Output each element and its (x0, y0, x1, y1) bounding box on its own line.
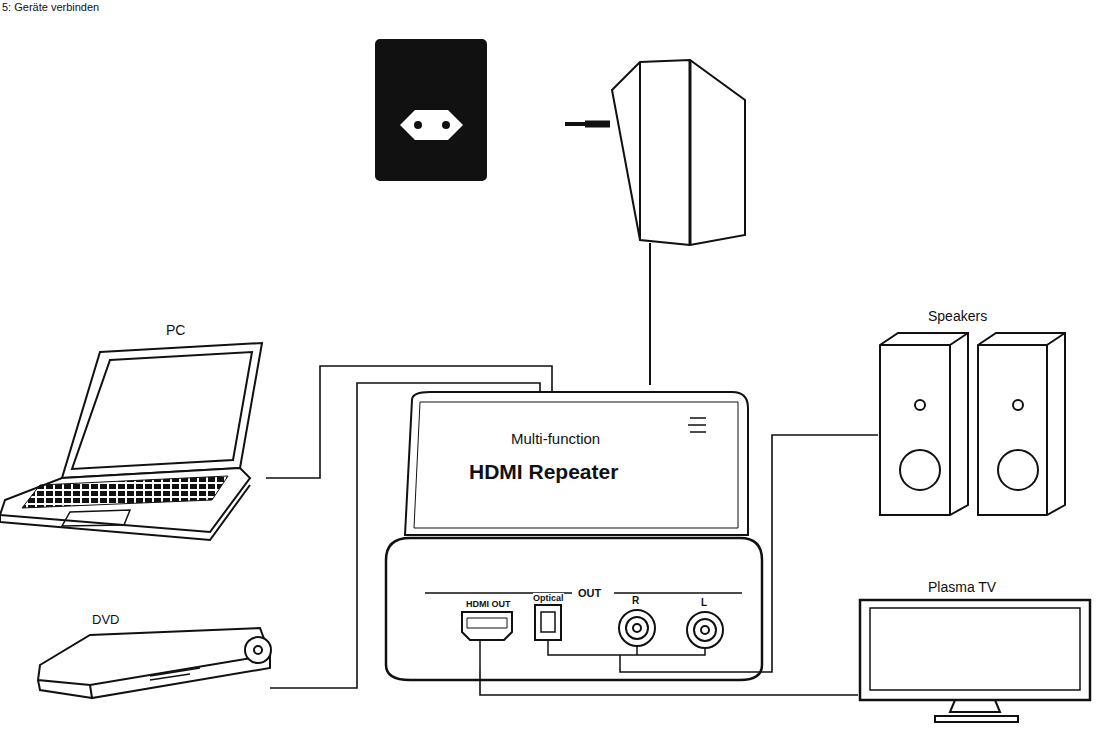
cable (480, 668, 858, 695)
port-label: Optical (533, 593, 564, 603)
node-label: PC (166, 322, 185, 338)
cable (620, 435, 878, 672)
port-label: R (632, 595, 639, 606)
node-label: Speakers (928, 308, 987, 324)
plasma-tv (860, 600, 1090, 722)
port-label: HDMI OUT (466, 599, 511, 609)
cable (270, 383, 540, 688)
speakers (880, 333, 1065, 515)
port-label: L (701, 597, 707, 608)
node-label: Plasma TV (928, 579, 996, 595)
device-node: Speakers (878, 306, 1068, 518)
repeater-housing (386, 392, 762, 680)
node-label: HDMI Repeater (469, 460, 618, 484)
diagram-title: 5: Geräte verbinden (2, 1, 99, 13)
node-label: DVD (92, 612, 119, 627)
device-node: DVD (36, 612, 272, 700)
device-node: Plasma TV (858, 576, 1092, 724)
dvd-player (38, 628, 271, 698)
device-node: PC (0, 318, 266, 542)
port-label: OUT (578, 587, 601, 599)
node-label: Multi-function (511, 430, 600, 447)
power-adapter (565, 60, 745, 385)
laptop (0, 343, 262, 540)
wall-socket (376, 40, 486, 180)
repeater-node: Multi-functionHDMI Repeater (385, 392, 763, 668)
